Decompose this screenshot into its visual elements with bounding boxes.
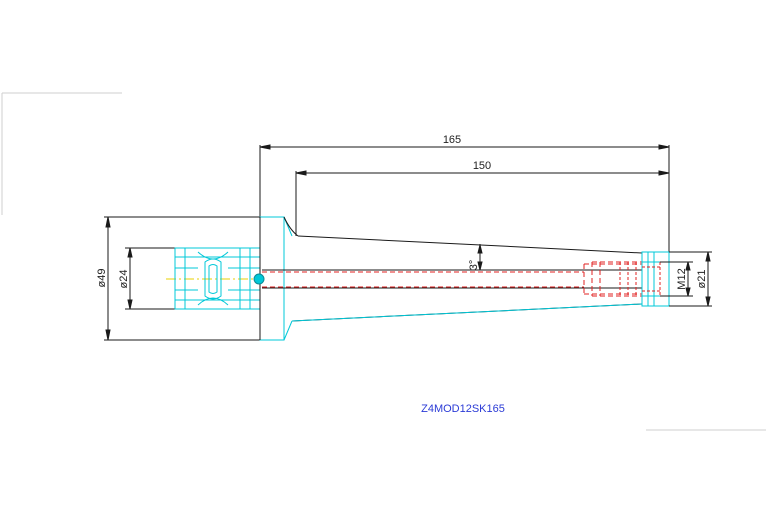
taper-body-cyan: [291, 303, 643, 322]
nose-thread-hidden: [642, 262, 661, 296]
flange-diameter-label: ø49: [96, 269, 108, 288]
holder-nose: [641, 251, 670, 307]
hidden-bore: [262, 261, 642, 297]
dimension-thread: [660, 261, 693, 297]
dimension-taper-length: [295, 170, 670, 236]
center-point-marker: [253, 273, 265, 285]
dimension-flange-diameter: [104, 216, 260, 341]
dimension-tip-diameter: [669, 251, 712, 307]
frame-lines: [1, 92, 766, 431]
overall-length-label: 165: [443, 134, 461, 146]
dimension-taper-angle: [477, 244, 483, 271]
dimension-bore-diameter: [125, 247, 175, 310]
tip-diameter-label: ø21: [696, 270, 708, 289]
holder-flange: [259, 216, 293, 341]
taper-angle-label: 3°: [468, 260, 480, 271]
bore-diameter-label: ø24: [118, 270, 130, 289]
thread-detail: [619, 262, 637, 296]
part-code-label: Z4MOD12SK165: [421, 403, 505, 415]
thread-label: M12: [676, 268, 688, 289]
dimension-overall-length: [259, 144, 670, 252]
taper-length-label: 150: [473, 160, 491, 172]
taper-body: [259, 216, 643, 340]
